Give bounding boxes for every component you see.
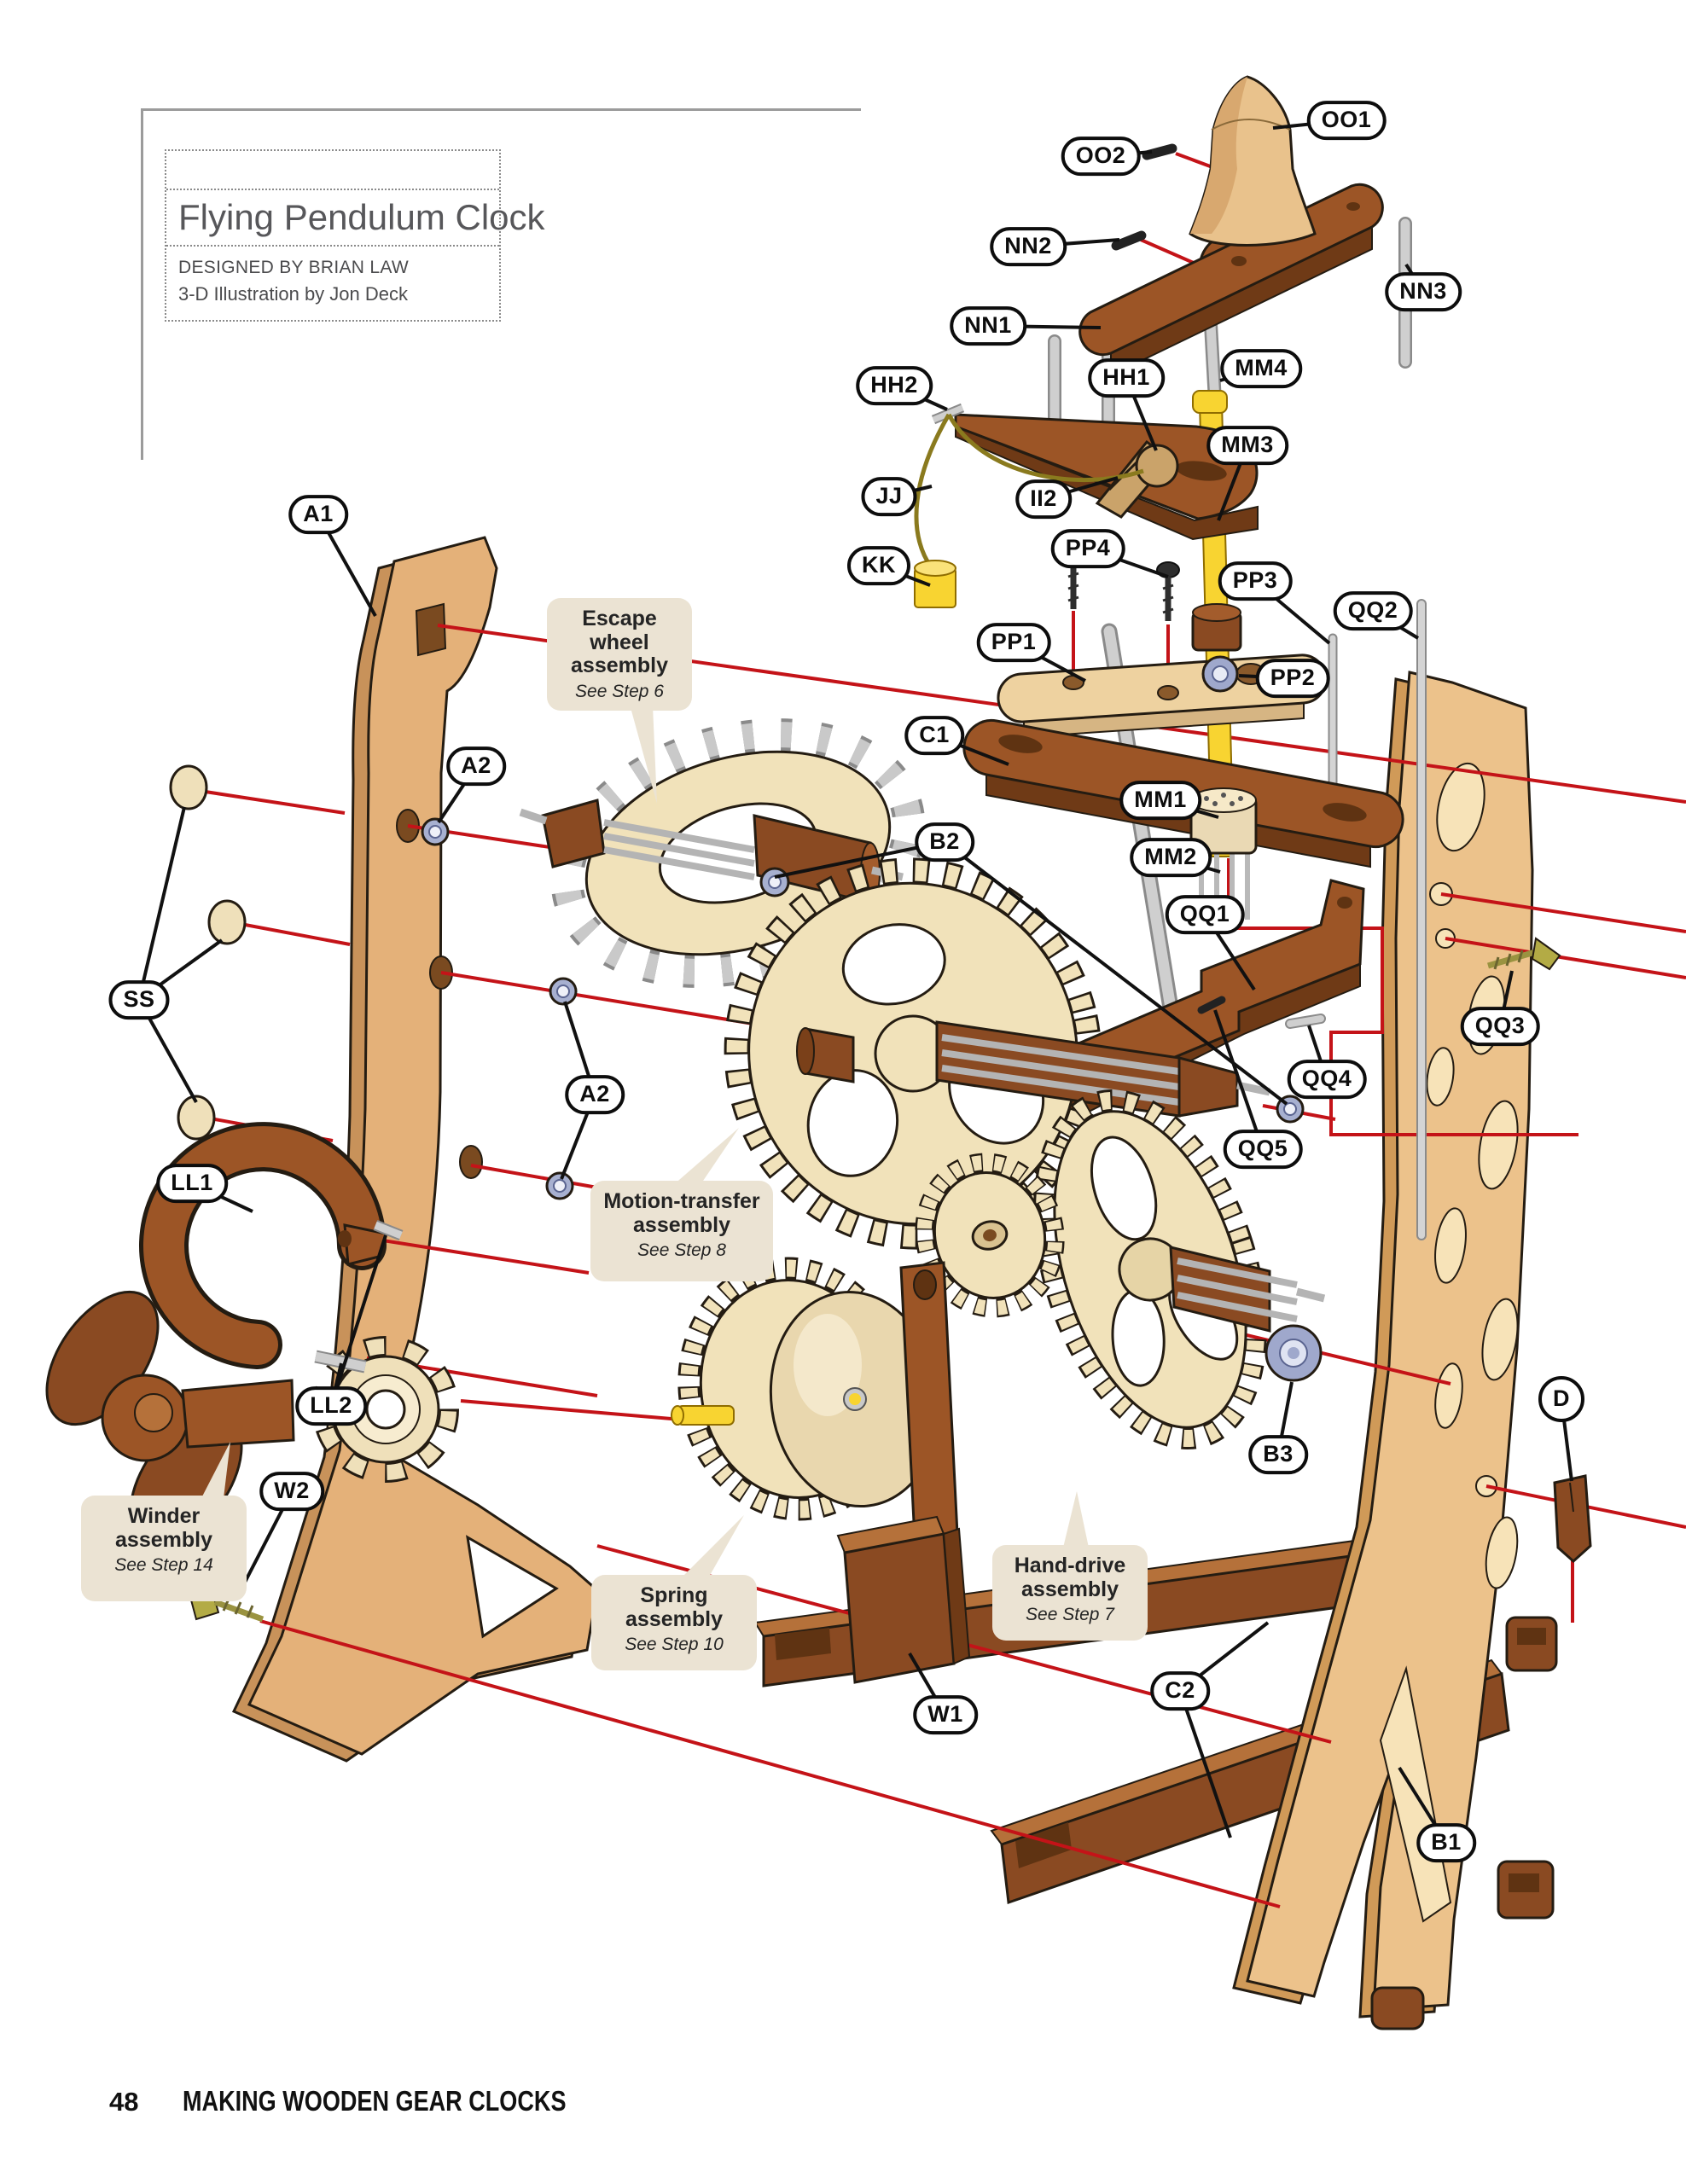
callout-mm4: MM4: [1220, 349, 1302, 388]
callout-ss: SS: [108, 980, 170, 1019]
callout-mm3: MM3: [1206, 426, 1288, 465]
cord-and-weight: [914, 403, 1144, 608]
page-rule-horizontal: [141, 108, 861, 111]
callout-b2: B2: [915, 822, 974, 862]
callout-pp4: PP4: [1050, 529, 1125, 568]
callout-qq4: QQ4: [1287, 1060, 1367, 1099]
callout-b1: B1: [1416, 1823, 1476, 1862]
callout-qq5: QQ5: [1223, 1130, 1303, 1169]
page-rule-vertical: [141, 108, 143, 460]
frame-screw-right: [1487, 937, 1561, 971]
callout-nn1: NN1: [950, 306, 1026, 346]
assembly-note-title: Hand-drive assembly: [1014, 1554, 1126, 1601]
page-footer: 48 MAKING WOODEN GEAR CLOCKS: [109, 2085, 651, 2117]
callout-qq3: QQ3: [1460, 1007, 1540, 1046]
callout-qq1: QQ1: [1165, 895, 1245, 934]
callout-kk: KK: [847, 546, 910, 585]
frame-pegs: [1370, 1616, 1558, 2030]
callout-ll2: LL2: [295, 1386, 367, 1426]
leader-line: [943, 840, 1288, 1106]
callout-c2: C2: [1150, 1671, 1210, 1711]
assembly-note-step: See Step 7: [1026, 1605, 1114, 1624]
callout-d: D: [1538, 1376, 1584, 1422]
leader-line: [1213, 1009, 1264, 1150]
callout-hh1: HH1: [1088, 358, 1165, 398]
callout-nn3: NN3: [1385, 272, 1462, 311]
callout-ll1: LL1: [156, 1164, 228, 1203]
shaft-caps: [169, 764, 247, 1141]
weight-pawl: [836, 1261, 971, 1684]
leader-line: [1178, 1690, 1232, 1838]
callout-w1: W1: [913, 1695, 978, 1734]
callout-a2-2: A2: [565, 1075, 625, 1114]
note-tail-motion: [672, 1128, 739, 1186]
assembly-note-title: Winder assembly: [115, 1504, 212, 1552]
assembly-note-step: See Step 6: [575, 681, 664, 701]
note-tail-hand: [1063, 1491, 1089, 1548]
credits: DESIGNED BY BRIAN LAW 3-D Illustration b…: [166, 247, 499, 315]
leader-line: [137, 806, 186, 1001]
assembly-note-title: Escape wheel assembly: [571, 607, 668, 677]
washers: [421, 817, 1305, 1200]
callout-w2: W2: [259, 1472, 324, 1511]
callout-oo2: OO2: [1061, 136, 1141, 176]
book-title: MAKING WOODEN GEAR CLOCKS: [183, 2085, 567, 2117]
small-screws-top: [1111, 143, 1326, 1029]
note-tail-winder: [201, 1442, 230, 1498]
callout-nn2: NN2: [990, 227, 1067, 266]
callout-jj: JJ: [861, 477, 917, 516]
note-tail-escape: [625, 686, 657, 804]
page-title: Flying Pendulum Clock: [166, 190, 545, 247]
callout-mm2: MM2: [1130, 838, 1212, 877]
hand-drive-gear: [915, 1089, 1326, 1450]
index-pin: [1553, 1474, 1592, 1564]
callout-qq2: QQ2: [1333, 591, 1413, 630]
left-frame-plate: [231, 536, 599, 1763]
callout-mm1: MM1: [1119, 781, 1201, 820]
assembly-note-title: Spring assembly: [625, 1583, 723, 1631]
escape-wheel: [519, 718, 926, 988]
escapement-arm: [954, 413, 1259, 541]
page-number: 48: [109, 2087, 139, 2117]
assembly-note-title: Motion-transfer assembly: [603, 1189, 760, 1237]
callout-pp2: PP2: [1255, 659, 1330, 698]
leader-line: [329, 1234, 387, 1407]
designer-credit: DESIGNED BY BRIAN LAW: [178, 258, 410, 277]
title-block: Flying Pendulum Clock DESIGNED BY BRIAN …: [165, 149, 545, 322]
assembly-note-step: See Step 10: [625, 1635, 724, 1654]
assembly-note-step: See Step 14: [114, 1555, 213, 1575]
callout-b3: B3: [1248, 1435, 1308, 1474]
illustrator-credit: 3-D Illustration by Jon Deck: [178, 282, 408, 305]
callout-ii2: II2: [1015, 479, 1072, 519]
callout-a2-1: A2: [446, 746, 506, 786]
title-block-spacer: [166, 151, 499, 190]
callout-pp1: PP1: [976, 623, 1051, 662]
callout-hh2: HH2: [856, 366, 933, 405]
callout-a1: A1: [288, 495, 348, 534]
assembly-note-step: See Step 8: [637, 1240, 726, 1260]
shaft-fittings: [1189, 603, 1258, 930]
note-tail-spring: [681, 1515, 744, 1578]
callout-c1: C1: [904, 716, 964, 755]
callout-oo1: OO1: [1306, 101, 1387, 140]
callout-pp3: PP3: [1218, 561, 1293, 601]
motion-transfer-gear: [724, 857, 1270, 1250]
